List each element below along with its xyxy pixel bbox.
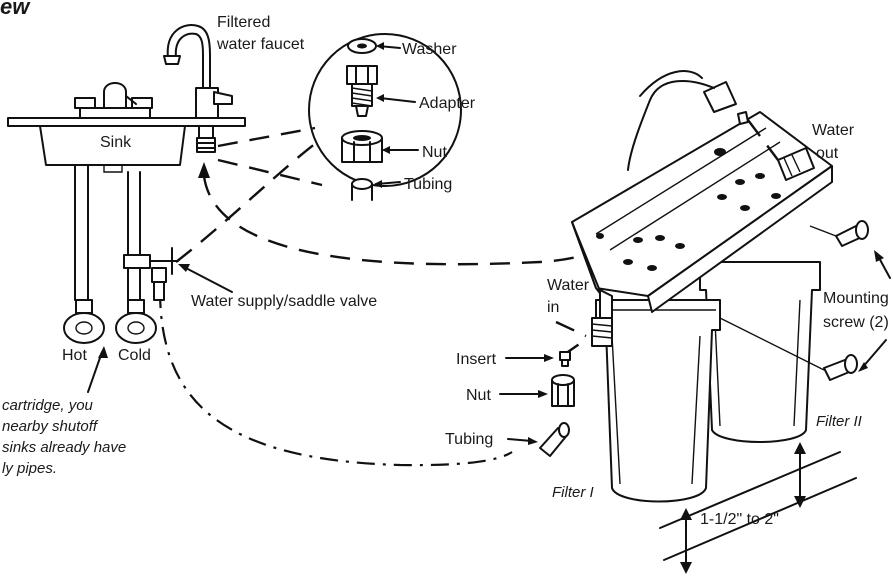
filter-housing-icon (595, 261, 821, 503)
note-text: cartridge, you nearby shutoff sinks alre… (2, 397, 126, 477)
tubing-label-top: Tubing (404, 176, 452, 193)
water-out-fitting (627, 70, 815, 181)
tubing-icon (351, 178, 373, 201)
clearance-label: 1-1/2" to 2" (700, 511, 779, 528)
adapter-icon (346, 65, 378, 117)
faucet-icon (163, 24, 233, 153)
water-out-line (747, 119, 779, 161)
water-in-label-2: in (547, 299, 559, 316)
note-line: nearby shutoff (2, 418, 99, 435)
tubing-label-bottom: Tubing (445, 431, 493, 448)
supply-valve-label: Water supply/saddle valve (191, 293, 377, 310)
mounting-screw-label-2: screw (2) (823, 314, 889, 331)
washer-icon (347, 38, 377, 54)
faucet-callout-link-1 (217, 126, 316, 148)
insert-label: Insert (456, 351, 497, 368)
inlet-tubing-icon (539, 422, 570, 457)
saddle-valve-icon (123, 247, 179, 301)
water-out-label-1: Water (812, 122, 855, 139)
title-fragment: ew (0, 0, 31, 19)
filter-2-label: Filter II (816, 413, 862, 430)
mounting-leader-2 (861, 339, 887, 369)
note-line: ly pipes. (2, 460, 57, 477)
adapter-label: Adapter (419, 95, 476, 112)
nut-label-bottom: Nut (466, 387, 491, 404)
water-in-label-1: Water (547, 277, 590, 294)
note-leader (87, 351, 103, 393)
washer-label: Washer (402, 41, 457, 58)
supply-valve-leader (181, 265, 233, 293)
inlet-nut-icon (551, 374, 575, 407)
adapter-leader (379, 97, 416, 103)
mounting-screw-icon (823, 220, 869, 381)
filtered-faucet-label-2: water faucet (216, 36, 305, 53)
supply-water-line (158, 289, 513, 467)
nut-label-top: Nut (422, 144, 447, 161)
water-in-line (555, 320, 589, 357)
faucet-callout-link-2 (217, 158, 323, 187)
note-line: sinks already have (2, 439, 126, 456)
cold-label: Cold (118, 347, 151, 364)
detail-callout-circle (308, 33, 462, 187)
mounting-screw-axis-2 (719, 317, 825, 371)
filtered-faucet-label-1: Filtered (217, 14, 270, 31)
insert-icon (559, 351, 571, 367)
note-line: cartridge, you (2, 397, 94, 414)
filter-1-label: Filter I (552, 484, 594, 501)
water-out-label-2: out (816, 145, 839, 162)
clearance-dimension (659, 442, 857, 574)
mounting-bracket (571, 111, 833, 313)
hot-label: Hot (62, 347, 87, 364)
sink-label: Sink (100, 134, 132, 151)
water-in-fitting (591, 289, 613, 347)
supply-callout-link (175, 139, 321, 263)
sink-icon (7, 82, 246, 173)
mounting-screw-axis-1 (809, 225, 837, 237)
nut-icon (341, 130, 383, 163)
mounting-screw-label-1: Mounting (823, 290, 889, 307)
supply-pipes (63, 164, 157, 344)
